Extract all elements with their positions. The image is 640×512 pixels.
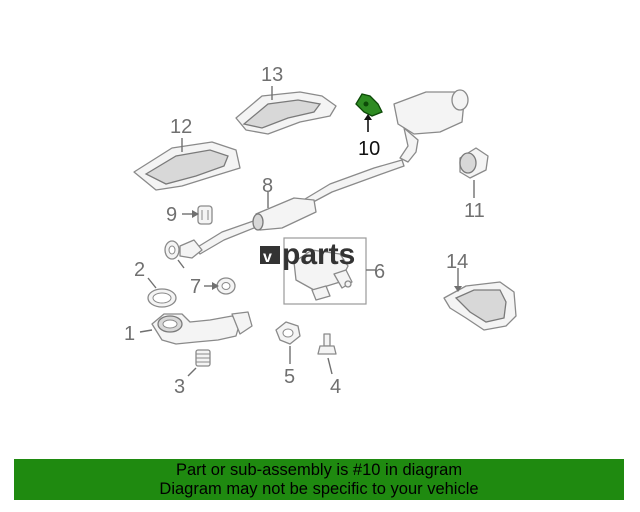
callout-11: 11 (464, 200, 485, 222)
part-7-gasket[interactable] (216, 277, 236, 295)
part-14-heat-shield[interactable] (443, 281, 517, 331)
callout-1: 1 (124, 323, 135, 345)
callout-7: 7 (190, 276, 201, 298)
callout-13: 13 (261, 64, 283, 86)
part-6-converter-assembly[interactable] (283, 237, 367, 305)
part-9-rubber-mount[interactable] (197, 205, 213, 225)
callout-9: 9 (166, 204, 177, 226)
callout-3: 3 (174, 376, 185, 398)
part-10-bracket[interactable] (355, 93, 383, 117)
part-12-heat-shield[interactable] (133, 141, 241, 191)
part-1-front-pipe[interactable] (151, 311, 253, 345)
part-8-center-pipe[interactable] (179, 159, 405, 259)
info-banner: Part or sub-assembly is #10 in diagram D… (14, 459, 624, 500)
callout-12: 12 (170, 116, 192, 138)
callout-6: 6 (374, 261, 385, 283)
banner-line-1: Part or sub-assembly is #10 in diagram (175, 460, 463, 479)
part-2-ring-gasket[interactable] (147, 288, 177, 308)
part-4-bolt[interactable] (317, 333, 337, 355)
callout-4: 4 (330, 376, 341, 398)
part-11-finisher[interactable] (459, 147, 489, 179)
muffler[interactable] (393, 89, 469, 163)
callout-2: 2 (134, 259, 145, 281)
watermark-text: parts (282, 238, 355, 271)
part-3-spring[interactable] (195, 349, 211, 367)
part-13-heat-shield[interactable] (235, 91, 337, 135)
flange-gasket[interactable] (164, 240, 180, 260)
watermark-brand-mark: v (263, 249, 272, 266)
part-5-clamp[interactable] (275, 321, 301, 345)
callout-5: 5 (284, 366, 295, 388)
banner-line-2: Diagram may not be specific to your vehi… (159, 479, 479, 498)
callout-8: 8 (262, 175, 273, 197)
vparts-watermark: v parts (260, 238, 355, 271)
callout-10: 10 (358, 138, 380, 160)
callout-14: 14 (446, 251, 468, 273)
